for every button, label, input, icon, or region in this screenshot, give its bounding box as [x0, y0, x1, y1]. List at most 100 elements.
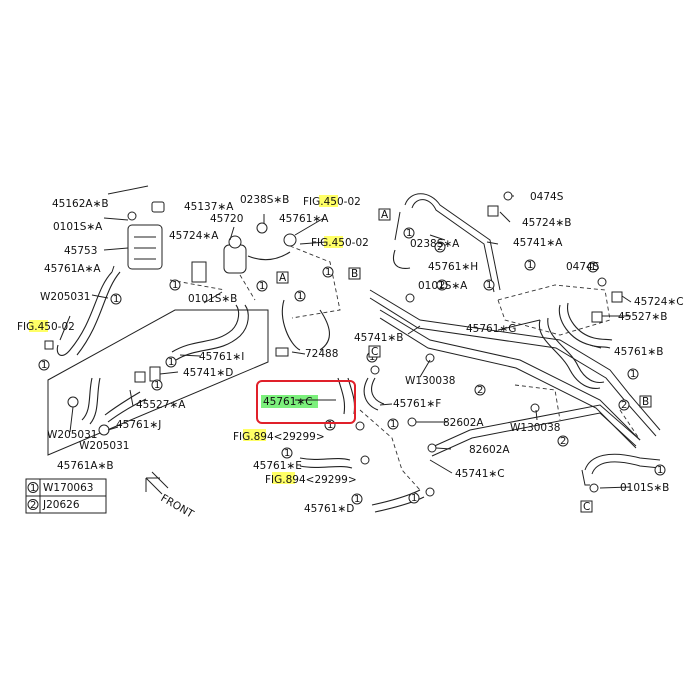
label-45724-a: 45724∗A [169, 230, 219, 242]
clamp-w205031 [98, 424, 110, 436]
clip [355, 421, 365, 431]
pump-bracket [191, 261, 207, 283]
hose-45761-h [392, 249, 411, 269]
clip-82602a [427, 443, 437, 453]
svg-text:2: 2 [621, 400, 627, 411]
label-fig894-a: FIG.894<29299> [233, 431, 325, 443]
label-w130038-b: W130038 [510, 422, 560, 434]
label-45761-a: 45761∗A [279, 213, 329, 225]
label-fig450-mid: FIG.450-02 [311, 237, 369, 249]
pipe-end [584, 453, 661, 471]
legend-table: 1 W170063 2 J20626 [25, 478, 107, 514]
pipe-45741-b [369, 289, 661, 431]
label-45724-c: 45724∗C [634, 296, 684, 308]
legend-part-2: J20626 [42, 499, 80, 511]
hose-45761-e-edge [299, 465, 353, 469]
hose-45761-j-edge [107, 398, 147, 423]
label-72488: 72488 [305, 348, 338, 360]
bracket-72488 [275, 347, 289, 357]
hose-45761a-b-edge [89, 377, 101, 425]
hose-45761a-a-edge [76, 271, 121, 356]
pump-pulley [228, 235, 242, 249]
pipe-stub [394, 211, 401, 241]
label-w205031-a: W205031 [40, 291, 90, 303]
label-82602a-b: 82602A [469, 444, 510, 456]
svg-text:1: 1 [327, 420, 333, 431]
cap-rod [107, 185, 149, 195]
hose-45761-f-edge [371, 377, 385, 405]
label-45761-h: 45761∗H [428, 261, 478, 273]
hose-72488-b [319, 309, 330, 351]
label-0238s-b: 0238S∗B [240, 194, 289, 206]
hose-45761a-a [56, 271, 113, 356]
pipe-45741-a [404, 193, 501, 291]
label-45741-a: 45741∗A [513, 237, 563, 249]
svg-text:1: 1 [657, 465, 663, 476]
clip [425, 487, 435, 497]
label-45761-i: 45761∗I [199, 351, 244, 363]
svg-text:1: 1 [41, 360, 47, 371]
svg-text:1: 1 [411, 493, 417, 504]
clip [360, 455, 370, 465]
svg-text:1: 1 [486, 280, 492, 291]
pipe-45741-d [149, 366, 161, 382]
dashed-route [359, 409, 421, 491]
svg-text:2: 2 [477, 385, 483, 396]
svg-text:1: 1 [113, 294, 119, 305]
label-45761-e: 45761∗E [253, 460, 302, 472]
svg-text:1: 1 [406, 228, 412, 239]
svg-text:2: 2 [439, 280, 445, 291]
hose-45761-b-edge [567, 302, 613, 341]
pipe-45741-c-edge [431, 412, 637, 457]
selected-part-highlight [261, 395, 318, 408]
bracket-45724-b [487, 205, 499, 217]
label-0101s-a-left: 0101S∗A [53, 221, 103, 233]
tank-clip [127, 211, 137, 221]
selected-part-box [256, 380, 356, 424]
label-0101s-b-left: 0101S∗B [188, 293, 237, 305]
hose-45761-d-edge [374, 496, 425, 513]
svg-text:1: 1 [630, 369, 636, 380]
label-45741-c: 45741∗C [455, 468, 505, 480]
legend-part-1: W170063 [43, 482, 93, 494]
tank-cap [151, 201, 165, 213]
bolt-0238s-b [256, 222, 268, 234]
clamp-45527-b [591, 311, 603, 323]
hose-45761-j [104, 391, 141, 416]
pipe-45741-a-edge [411, 199, 495, 293]
hose-45761-g [538, 319, 601, 389]
label-45761a-b: 45761A∗B [57, 460, 114, 472]
svg-text:1: 1 [259, 281, 265, 292]
label-0474s-top: 0474S [530, 191, 564, 203]
dashed-route [619, 409, 641, 441]
hose-45761-g-edge [547, 317, 605, 384]
front-arrow-icon [145, 471, 169, 495]
hose-45761-b [558, 304, 611, 349]
clip-82602a [407, 417, 417, 427]
label-0101s-b-right: 0101S∗B [620, 482, 669, 494]
fig-highlight [324, 236, 343, 248]
svg-text:2: 2 [437, 242, 443, 253]
svg-text:A: A [381, 209, 389, 221]
label-45720: 45720 [210, 213, 243, 225]
label-45761-j: 45761∗J [116, 419, 161, 431]
svg-text:1: 1 [325, 267, 331, 278]
hose-45761-i-edge [175, 304, 249, 361]
svg-text:A: A [279, 272, 287, 284]
label-0101s-a-mid: 0101S∗A [418, 280, 468, 292]
pipe-45741-b-edge [369, 297, 657, 437]
front-label: FRONT [159, 492, 197, 521]
svg-text:B: B [351, 268, 358, 280]
label-45761a-a: 45761A∗A [44, 263, 101, 275]
hose-45761-f [363, 377, 379, 411]
pipe-end-tip [581, 469, 590, 486]
label-45753: 45753 [64, 245, 97, 257]
label-45761-f: 45761∗F [393, 398, 441, 410]
label-45741-d: 45741∗D [183, 367, 233, 379]
clamp-45724-c [611, 291, 623, 303]
svg-text:1: 1 [527, 260, 533, 271]
label-0238s-a: 0238S∗A [410, 238, 460, 250]
label-45137-a: 45137∗A [184, 201, 234, 213]
svg-text:1: 1 [354, 494, 360, 505]
